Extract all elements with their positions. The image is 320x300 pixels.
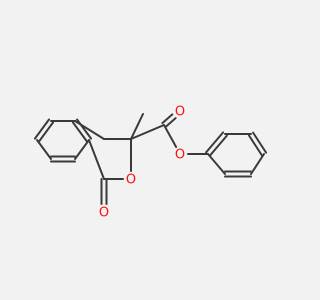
atom-label-o_est_sgl: O: [175, 148, 185, 163]
molecule-structure: O O O O: [33, 105, 268, 221]
bond-cq-c_est: [130, 124, 165, 140]
bond-p5-p6: [224, 170, 252, 178]
bond-c_est-o_est_dbl: [161, 113, 177, 128]
atom-label-o_ring: O: [126, 173, 136, 188]
bond-c_est-o_est_sgl: [163, 124, 178, 148]
bond-c3-c4: [36, 139, 52, 160]
bond-p4-p5: [250, 153, 265, 175]
bond-c2-c3: [33, 118, 55, 143]
bond-c_lac-o_lac: [100, 178, 108, 205]
bond-p1-p2: [205, 131, 228, 157]
atom-label-o_lac: O: [99, 206, 109, 221]
bond-c6-c1: [71, 118, 93, 143]
bond-p3-p4: [247, 131, 268, 157]
bond-c_lac-c6: [88, 139, 105, 180]
molecule-canvas: O O O O: [33, 104, 268, 221]
bond-c1-ch2: [74, 120, 105, 140]
bond-c4-c5: [50, 155, 76, 163]
bond-cq-me: [130, 113, 144, 140]
bond-p6-p1: [207, 153, 226, 175]
atom-label-o_est_dbl: O: [175, 105, 185, 120]
bond-c5-c6: [74, 139, 90, 160]
